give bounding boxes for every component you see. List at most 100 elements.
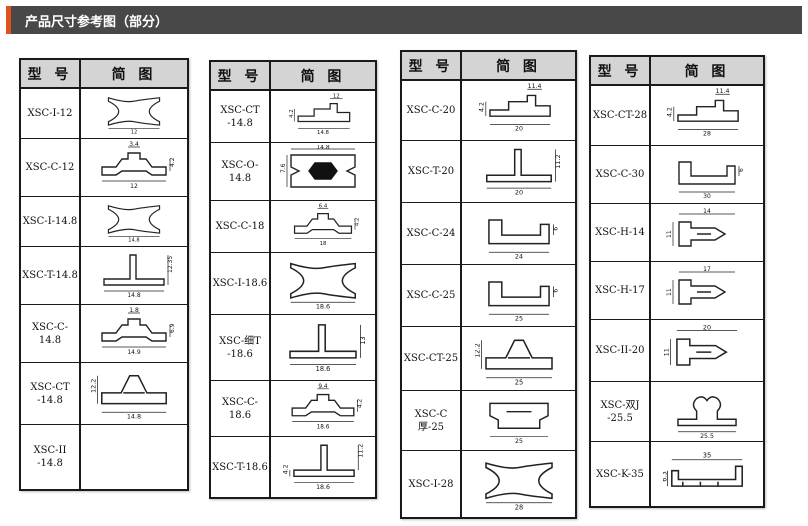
- profile-outline: [678, 160, 736, 185]
- model-number: XSC-C-18.6: [211, 381, 271, 436]
- table-row: XSC-II -14.8: [21, 425, 187, 489]
- profile-drawing: 1.86.914.9: [101, 307, 176, 356]
- dimension-label: 12: [130, 183, 138, 190]
- table-header: 型 号 简 图: [402, 52, 575, 81]
- profile-outline: [103, 253, 165, 286]
- dimension-label: 14.8: [127, 292, 141, 299]
- model-number: XSC-I-12: [21, 89, 81, 138]
- table-row: XSC-I-14.8 14.8: [21, 197, 187, 247]
- profile-drawing: 18.6: [290, 262, 356, 310]
- profile-drawing: 12: [107, 96, 161, 135]
- profile-diagram: 25.5: [651, 382, 763, 441]
- dimension-label: 12.2: [475, 343, 481, 358]
- page-title: 产品尺寸参考图（部分）: [25, 15, 169, 30]
- profile-outline: [289, 323, 357, 359]
- profile-drawing: 14.8: [107, 204, 161, 243]
- model-number: XSC-H-14: [591, 204, 651, 261]
- dimension-label: 14.8: [128, 237, 139, 243]
- dimension-label: 17: [703, 266, 711, 273]
- profile-drawing: 11.44.228: [667, 88, 739, 137]
- profile-outline: [677, 395, 737, 426]
- model-column-header: 型 号: [402, 52, 462, 79]
- profile-drawing: 3.44.212: [101, 141, 176, 190]
- table-row: XSC-C厚-25 25: [402, 391, 575, 451]
- dimension-label: 6.3: [663, 471, 668, 482]
- profile-outline: [488, 94, 551, 117]
- model-column-header: 型 号: [591, 57, 651, 84]
- dimension-label: 11: [666, 288, 673, 296]
- model-number: XSC-C-14.8: [21, 305, 81, 362]
- profile-drawing: 12.225: [475, 339, 553, 386]
- dimension-label: 7.6: [280, 163, 287, 173]
- profile-drawing: 11.24.218.6: [283, 444, 365, 491]
- dimension-label: 28: [703, 130, 711, 137]
- dimension-label: 4.2: [667, 107, 674, 117]
- profile-outline: [485, 148, 552, 182]
- profile-drawing: 11.220: [485, 148, 561, 196]
- figure-column-header: 简 图: [300, 68, 346, 85]
- dimension-label: 4.2: [169, 157, 176, 167]
- profile-drawing: 124.214.8: [289, 93, 351, 135]
- dimension-label: 13: [359, 336, 367, 344]
- page-header: 产品尺寸参考图（部分）: [6, 6, 802, 34]
- profile-drawing: 13 18.6: [289, 323, 367, 373]
- dimension-label: 12: [333, 93, 340, 99]
- profile-diagram: 25: [462, 391, 575, 450]
- dimension-label: 4.2: [289, 109, 295, 117]
- table-header: 型 号 简 图: [211, 62, 375, 91]
- model-number: XSC-CT-28: [591, 86, 651, 145]
- profile-diagram: 18.6: [271, 253, 375, 314]
- profile-outline: [484, 462, 553, 500]
- model-number: XSC-C-30: [591, 146, 651, 203]
- model-number: XSC-O-14.8: [211, 143, 271, 200]
- hex-core: [308, 161, 338, 180]
- model-number: XSC-II -14.8: [21, 425, 81, 489]
- model-number: XSC-T-18.6: [211, 437, 271, 497]
- figure-column-header: 简 图: [684, 63, 730, 80]
- dimension-label: 6.9: [169, 323, 176, 333]
- table-header: 型 号 简 图: [21, 60, 187, 89]
- model-number: XSC-双J -25.5: [591, 382, 651, 441]
- dimension-label: 18.6: [316, 365, 331, 373]
- dimension-label: 25: [514, 314, 522, 322]
- figure-column-header: 简 图: [496, 58, 541, 75]
- profile-outline: [487, 280, 550, 306]
- model-number: XSC-II-20: [591, 320, 651, 381]
- dimension-label: 6.4: [319, 203, 328, 209]
- model-number: XSC-I-28: [402, 451, 462, 517]
- dimension-label: 28: [514, 503, 522, 511]
- profile-drawing: 356.3: [663, 452, 743, 487]
- dimension-label: 24: [514, 252, 522, 260]
- profile-drawing: 630: [678, 160, 745, 200]
- profile-outline: [293, 444, 355, 478]
- dimension-label: 4.2: [358, 398, 364, 408]
- model-number: XSC-CT -14.8: [21, 363, 81, 424]
- model-number: XSC-I-14.8: [21, 197, 81, 246]
- table-header: 型 号 简 图: [591, 57, 763, 86]
